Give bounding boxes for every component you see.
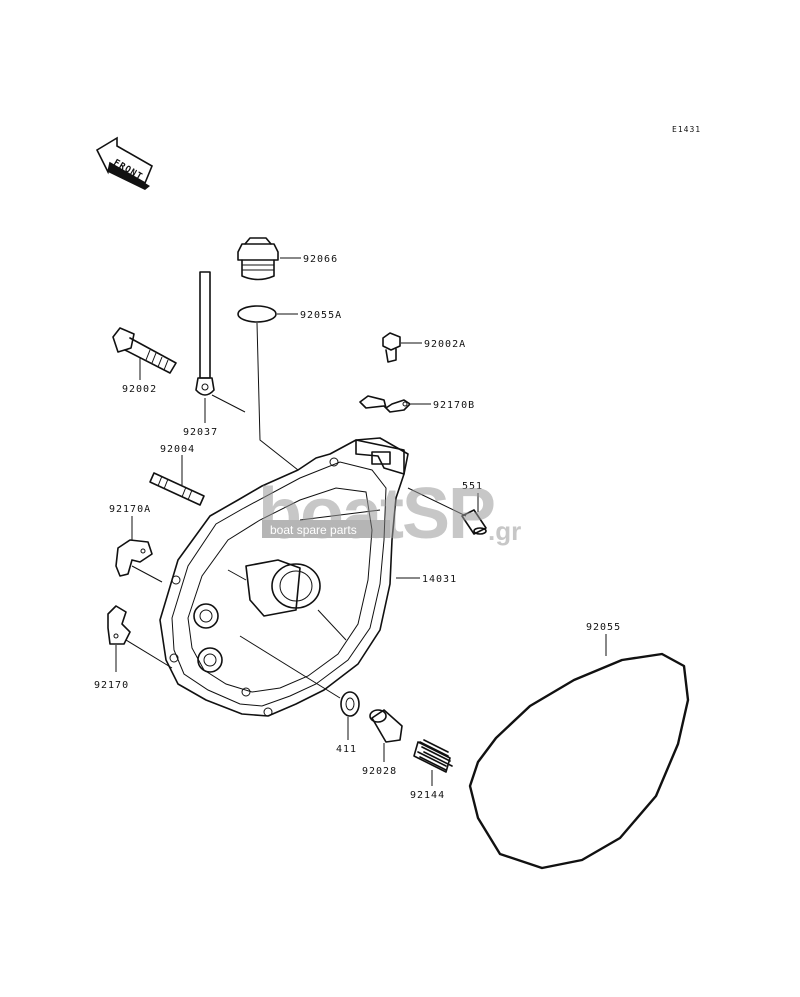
front-arrow-icon: FRONT — [95, 136, 154, 190]
part-92144-spring — [413, 739, 453, 773]
label-551: 551 — [462, 481, 483, 492]
part-92002a-bolt — [382, 332, 401, 363]
leader-551-install — [407, 487, 467, 517]
label-92002: 92002 — [122, 384, 157, 395]
watermark-brand: boatSP — [258, 474, 494, 554]
watermark-suffix: .gr — [488, 516, 521, 546]
part-92170a-clamp — [115, 539, 153, 577]
label-14031: 14031 — [422, 574, 457, 585]
part-92028-bushing — [369, 709, 403, 743]
label-92144: 92144 — [410, 790, 445, 801]
part-92004-stud — [149, 472, 205, 506]
leader-92170a-install — [131, 565, 163, 583]
leader-92055a-install — [256, 322, 299, 471]
part-92037-strap — [195, 271, 215, 396]
label-411: 411 — [336, 744, 357, 755]
label-92037: 92037 — [183, 427, 218, 438]
part-92170-clamp — [107, 605, 131, 645]
leader-92037-install — [211, 394, 246, 413]
watermark-tagline: boat spare parts — [270, 523, 357, 537]
label-92170a: 92170A — [109, 504, 151, 515]
label-92170: 92170 — [94, 680, 129, 691]
part-92002-bolt — [112, 327, 177, 374]
label-92170b: 92170B — [433, 400, 475, 411]
part-92055-gasket — [468, 652, 690, 870]
label-92055: 92055 — [586, 622, 621, 633]
part-411-washer — [340, 691, 360, 717]
label-92002a: 92002A — [424, 339, 466, 350]
leader-411-install — [239, 635, 341, 699]
label-92055a: 92055A — [300, 310, 342, 321]
part-92066-plug — [237, 237, 279, 281]
label-92066: 92066 — [303, 254, 338, 265]
part-14031-cover — [159, 437, 409, 717]
part-92055a-o-ring — [237, 305, 277, 323]
part-92170b-clamp — [359, 395, 411, 413]
part-551-collar — [461, 509, 487, 535]
label-92004: 92004 — [160, 444, 195, 455]
diagram-code: E1431 — [672, 125, 701, 134]
leader-92170-install — [125, 639, 173, 669]
label-92028: 92028 — [362, 766, 397, 777]
watermark-logo: boatSP .gr boat spare parts — [258, 474, 521, 554]
